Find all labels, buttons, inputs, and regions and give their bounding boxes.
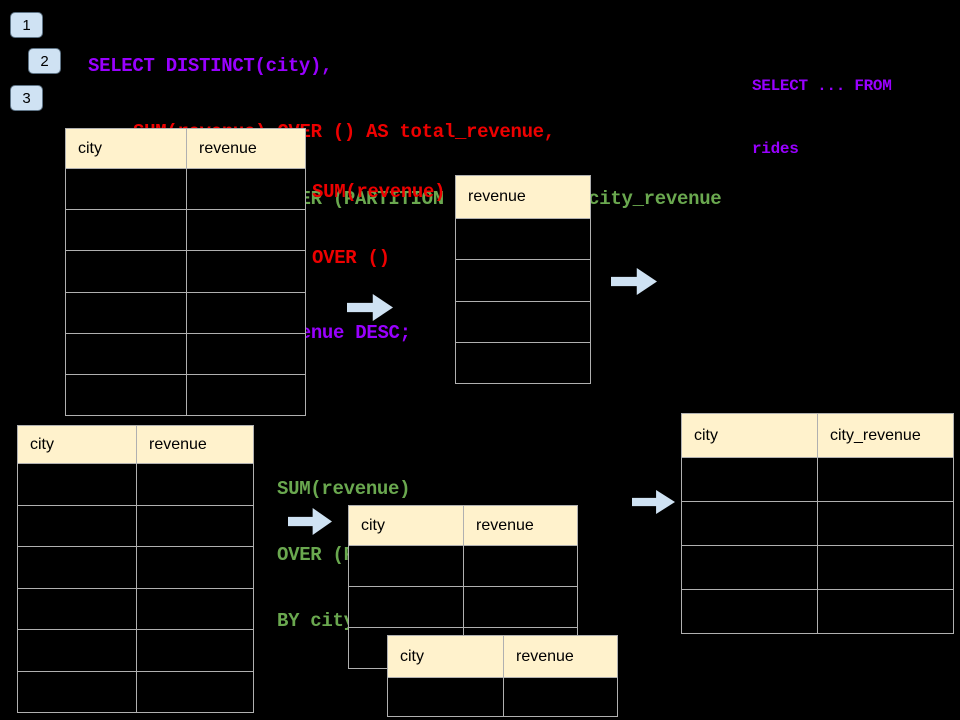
empty-cell: [136, 587, 254, 630]
empty-cell: [455, 259, 591, 302]
table-row: [17, 546, 254, 589]
side-note-line-2: rides: [752, 140, 799, 158]
flow-arrow-bottom-2: [632, 490, 675, 514]
step-badge-1: 1: [10, 12, 43, 38]
empty-cell: [65, 332, 187, 375]
table-header-row: city revenue: [17, 425, 254, 464]
table-rides-source-top: city revenue: [65, 128, 306, 417]
empty-cell: [817, 457, 954, 502]
annotation-total-line-1: SUM(revenue): [312, 181, 446, 203]
table-row: [681, 545, 954, 590]
table-header-row: city city_revenue: [681, 413, 954, 458]
column-header-revenue: revenue: [136, 425, 254, 464]
column-header-revenue: revenue: [503, 635, 618, 678]
empty-cell: [186, 332, 306, 375]
empty-cell: [136, 546, 254, 589]
empty-cell: [387, 677, 504, 717]
table-row: [65, 250, 306, 293]
empty-cell: [817, 589, 954, 634]
table-total-revenue: revenue: [455, 175, 591, 385]
empty-cell: [503, 677, 618, 717]
empty-cell: [136, 463, 254, 506]
column-header-city: city: [387, 635, 504, 678]
column-header-revenue: revenue: [463, 505, 578, 546]
table-row: [387, 677, 618, 717]
empty-cell: [17, 504, 137, 547]
empty-cell: [463, 586, 578, 628]
table-row: [455, 341, 591, 385]
column-header-revenue: revenue: [455, 175, 591, 219]
column-header-city: city: [17, 425, 137, 464]
step-badge-2: 2: [28, 48, 61, 74]
table-row: [17, 629, 254, 672]
table-row: [455, 300, 591, 343]
table-row: [65, 209, 306, 252]
table-row: [681, 589, 954, 634]
annotation-partition-line-1: SUM(revenue): [277, 478, 411, 500]
empty-cell: [455, 217, 591, 261]
table-row: [65, 167, 306, 211]
table-row: [348, 586, 578, 628]
empty-cell: [65, 250, 187, 293]
empty-cell: [17, 546, 137, 589]
column-header-city: city: [681, 413, 818, 458]
table-header-row: city revenue: [387, 635, 618, 678]
empty-cell: [817, 501, 954, 546]
column-header-city-revenue: city_revenue: [817, 413, 954, 458]
empty-cell: [136, 629, 254, 672]
table-row: [65, 373, 306, 417]
table-header-row: revenue: [455, 175, 591, 219]
empty-cell: [681, 545, 818, 590]
empty-cell: [186, 373, 306, 417]
empty-cell: [681, 501, 818, 546]
empty-cell: [817, 545, 954, 590]
side-note-select-from: SELECT ... FROM rides: [752, 34, 892, 202]
table-row: [17, 504, 254, 547]
table-partitioned-front: city revenue: [387, 635, 618, 717]
empty-cell: [463, 545, 578, 587]
empty-cell: [136, 504, 254, 547]
side-note-line-1: SELECT ... FROM: [752, 77, 892, 95]
empty-cell: [681, 457, 818, 502]
empty-cell: [186, 250, 306, 293]
empty-cell: [17, 463, 137, 506]
empty-cell: [65, 209, 187, 252]
table-row: [17, 587, 254, 630]
table-row: [348, 545, 578, 587]
annotation-total-revenue: SUM(revenue) OVER (): [312, 137, 446, 313]
empty-cell: [455, 341, 591, 385]
table-row: [455, 259, 591, 302]
empty-cell: [136, 670, 254, 713]
table-row: [17, 670, 254, 713]
table-row: [455, 217, 591, 261]
table-city-revenue-result: city city_revenue: [681, 413, 954, 634]
table-header-row: city revenue: [65, 128, 306, 169]
table-row: [681, 501, 954, 546]
table-row: [681, 457, 954, 502]
table-rides-source-bottom: city revenue: [17, 425, 254, 713]
empty-cell: [186, 209, 306, 252]
empty-cell: [17, 629, 137, 672]
column-header-city: city: [65, 128, 187, 169]
empty-cell: [17, 587, 137, 630]
table-header-row: city revenue: [348, 505, 578, 546]
empty-cell: [348, 586, 464, 628]
empty-cell: [186, 291, 306, 334]
empty-cell: [65, 167, 187, 211]
empty-cell: [65, 291, 187, 334]
sql-line-select: SELECT DISTINCT(city),: [88, 54, 333, 77]
empty-cell: [455, 300, 591, 343]
empty-cell: [348, 545, 464, 587]
table-row: [17, 463, 254, 506]
table-row: [65, 332, 306, 375]
empty-cell: [65, 373, 187, 417]
step-badge-3: 3: [10, 85, 43, 111]
table-row: [65, 291, 306, 334]
empty-cell: [681, 589, 818, 634]
column-header-city: city: [348, 505, 464, 546]
column-header-revenue: revenue: [186, 128, 306, 169]
empty-cell: [186, 167, 306, 211]
annotation-total-line-2: OVER (): [312, 247, 390, 269]
empty-cell: [17, 670, 137, 713]
